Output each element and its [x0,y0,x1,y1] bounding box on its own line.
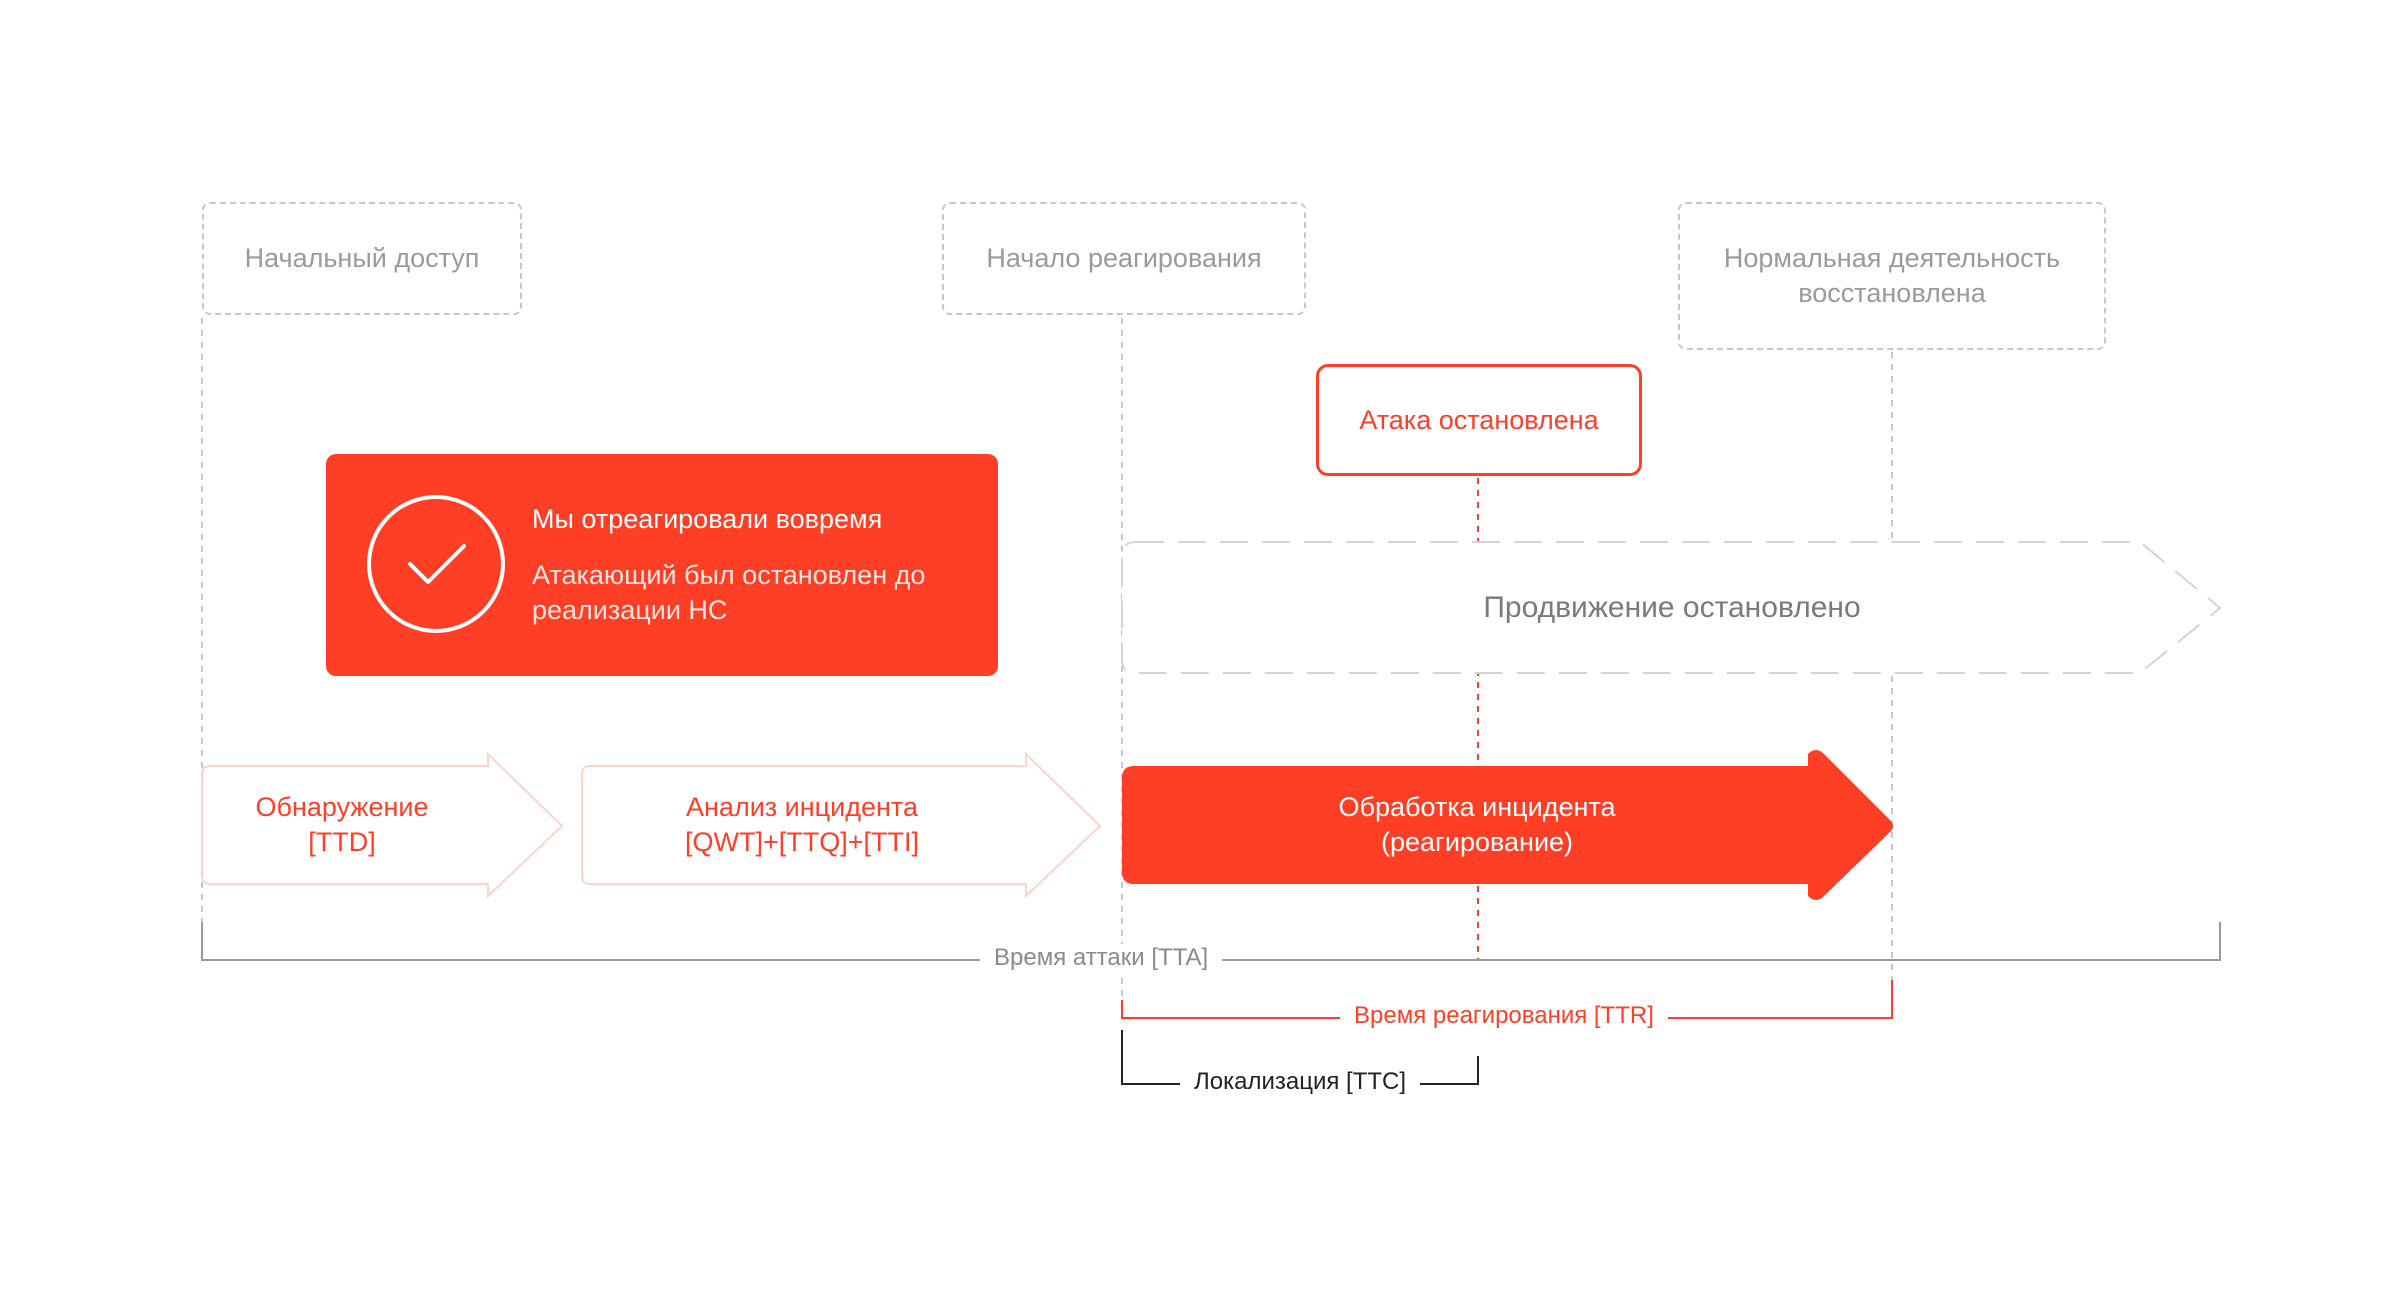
analysis-line2: [QWT]+[TTQ]+[TTI] [685,827,919,857]
handling-label: Обработка инцидента (реагирование) [1122,790,1832,860]
analysis-arrow [581,751,1102,899]
handling-line2: (реагирование) [1380,827,1574,857]
analysis-label: Анализ инцидента [QWT]+[TTQ]+[TTI] [582,790,1022,860]
milestone-initial-access-label: Начальный доступ [244,243,480,273]
handling-line1: Обработка инцидента [1338,792,1616,822]
attack-stopped-box: Атака остановлена [1316,364,1642,476]
progress-stopped-arrow [1121,541,2222,674]
milestone-normal-restored: Нормальная деятельность восстановлена [1678,202,2106,350]
milestone-initial-access: Начальный доступ [202,202,522,315]
checkmark-icon [367,495,505,633]
milestone-response-start-label: Начало реагирования [986,243,1262,273]
milestone-normal-restored-label: Нормальная деятельность восстановлена [1723,243,2061,308]
handling-arrow [1122,750,1893,900]
detection-line2: [TTD] [308,827,376,857]
tta-label: Время аттаки [TTA] [980,944,1223,972]
ttc-label: Локализация [TTC] [1180,1068,1421,1096]
attack-stopped-label: Атака остановлена [1359,404,1599,435]
milestone-response-start: Начало реагирования [942,202,1306,315]
progress-stopped-label: Продвижение остановлено [1483,591,1861,624]
detection-line1: Обнаружение [255,792,429,822]
detection-label: Обнаружение [TTD] [202,790,482,860]
result-card: Мы отреагировали вовремя Атакающий был о… [326,454,998,676]
detection-arrow [201,751,564,899]
ttr-label: Время реагирования [TTR] [1340,1002,1668,1030]
card-text: Атакающий был остановлен до реализации Н… [532,560,926,625]
card-title: Мы отреагировали вовремя [532,504,883,534]
analysis-line1: Анализ инцидента [686,792,918,822]
